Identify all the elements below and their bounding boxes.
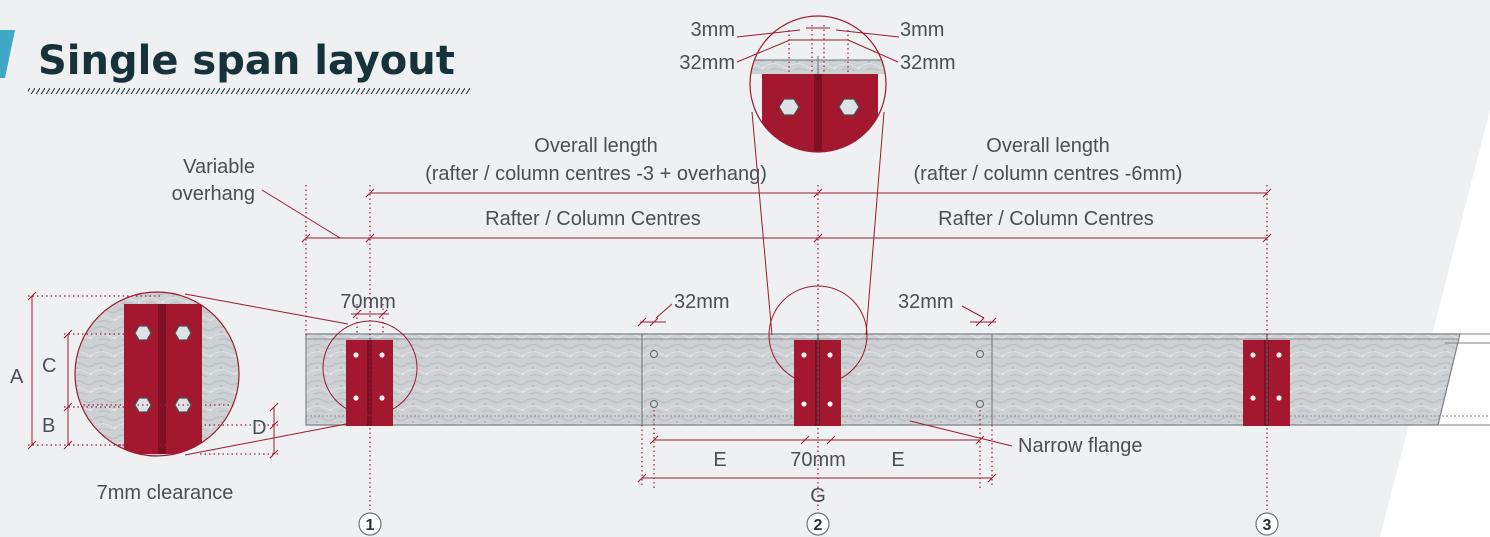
- dim-a-label: A: [10, 366, 24, 388]
- dim-abcd-marks: [27, 291, 279, 459]
- overall-length-right-sub: (rafter / column centres -6mm): [914, 163, 1183, 185]
- detail-32-right-label: 32mm: [900, 52, 956, 74]
- support-number-2: 2: [814, 517, 823, 534]
- centres-dimension: [301, 233, 1272, 243]
- overall-length-left-label: Overall length: [534, 135, 657, 157]
- detail-3mm-right-label: 3mm: [900, 19, 944, 41]
- dim-70-left-marks: [351, 304, 389, 333]
- narrow-flange-leader: [909, 420, 1013, 447]
- overall-length-left-sub: (rafter / column centres -3 + overhang): [425, 163, 767, 185]
- page-title: Single span layout: [38, 38, 455, 84]
- dim-70-center-label: 70mm: [790, 449, 846, 471]
- overhang-leader: [261, 189, 341, 239]
- left-detail-zoom: [74, 291, 418, 457]
- white-corner-panel: [1380, 110, 1490, 537]
- dim-e-right-label: E: [891, 449, 904, 471]
- support-number-1: 1: [366, 517, 375, 534]
- dim-e-left-label: E: [713, 449, 726, 471]
- dim-70-left-label: 70mm: [340, 291, 396, 313]
- support-number-3: 3: [1263, 517, 1272, 534]
- sleeve-bolt: [650, 350, 984, 408]
- detail-3mm-left-label: 3mm: [691, 19, 735, 41]
- title-underline: [28, 88, 470, 94]
- detail-32-left-label: 32mm: [679, 52, 735, 74]
- purlin-beam: [305, 333, 1490, 426]
- top-detail-zoom: [736, 15, 900, 385]
- dim-32-marks: [637, 303, 997, 327]
- dim-g-label: G: [810, 485, 826, 507]
- centres-left-label: Rafter / Column Centres: [485, 208, 701, 230]
- dim-e-g-marks: [637, 410, 997, 490]
- dim-32-left-label: 32mm: [674, 291, 730, 313]
- support-centre-lines: [305, 185, 1268, 510]
- dim-32-right-label: 32mm: [898, 291, 954, 313]
- support-badges: [358, 512, 1279, 536]
- dim-b-label: B: [42, 415, 55, 437]
- centres-right-label: Rafter / Column Centres: [938, 208, 1154, 230]
- clearance-label: 7mm clearance: [97, 482, 234, 504]
- dim-d-label: D: [252, 417, 266, 439]
- accent-stripe: [0, 30, 15, 78]
- variable-overhang-label-2: overhang: [172, 183, 255, 205]
- variable-overhang-label: Variable: [183, 156, 255, 178]
- overall-length-right-label: Overall length: [986, 135, 1109, 157]
- narrow-flange-label: Narrow flange: [1018, 435, 1143, 457]
- dim-c-label: C: [42, 355, 56, 377]
- overall-length-dimension: [365, 188, 1272, 198]
